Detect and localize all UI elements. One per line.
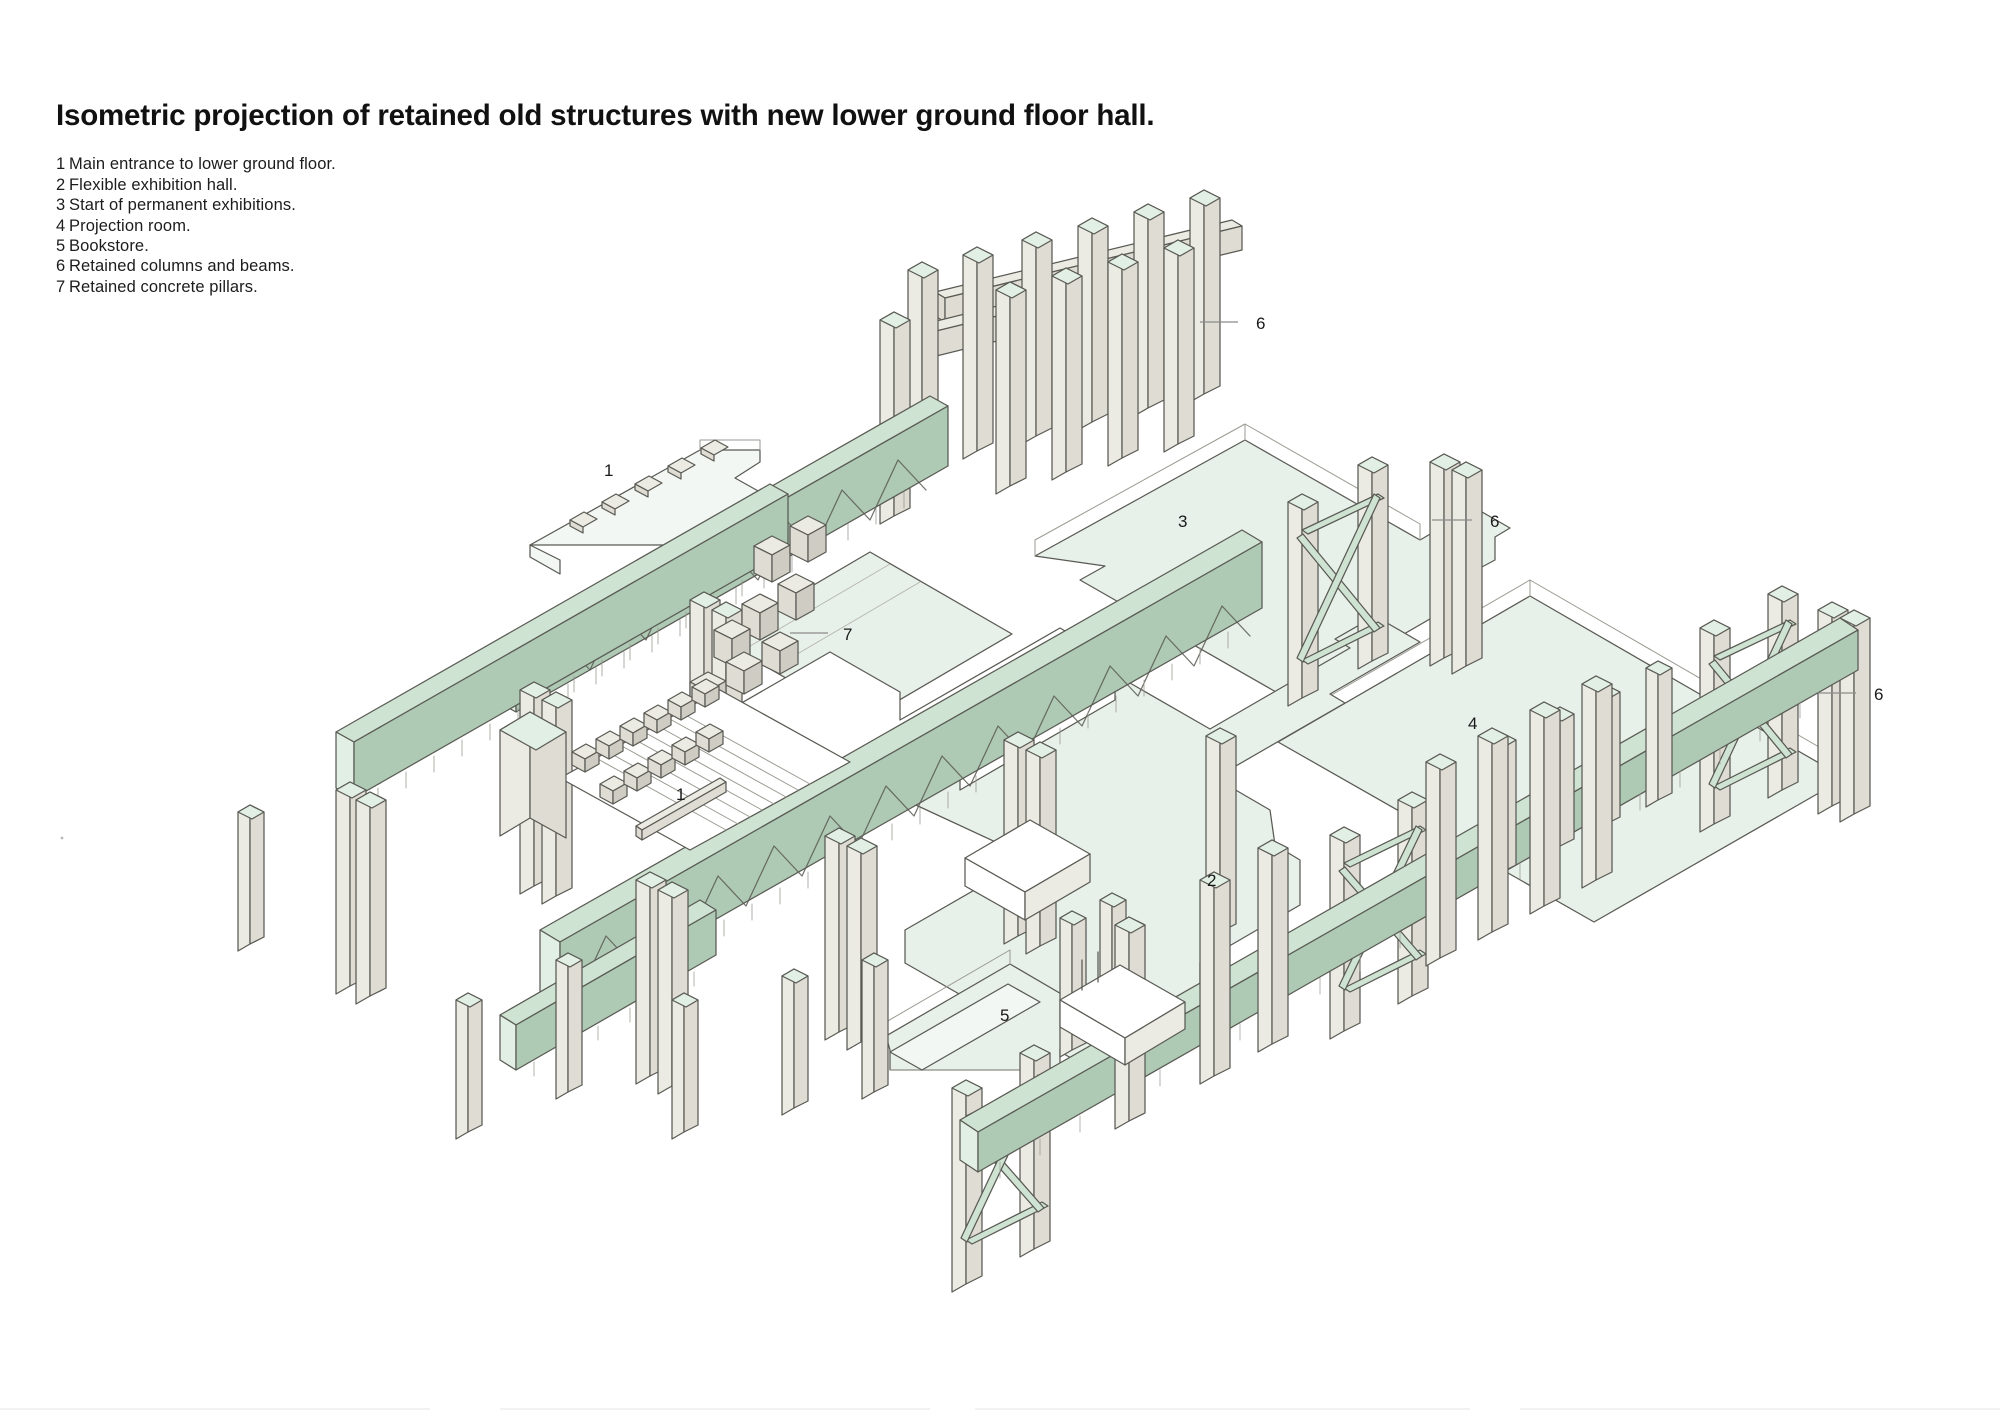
callout-6-top: 6 [1256,314,1265,333]
pillar-cube [725,651,763,695]
legend-number: 3 [56,196,66,215]
callout-3: 3 [1178,512,1187,531]
entrance-canopy-plate [529,439,761,575]
exhibit-plinth [964,819,1091,921]
legend-number: 2 [56,175,66,194]
callout-layer: 1 1 2 3 4 5 6 6 6 7 [604,314,1883,1025]
callout-5: 5 [1000,1006,1009,1025]
column-plinth [1059,964,1186,1066]
legend-label: Retained concrete pillars. [69,277,258,296]
legend-label: Retained columns and beams. [69,257,295,276]
pillar-cube [777,573,815,621]
callout-6-mid: 6 [1490,512,1499,531]
pillar-cube [753,535,791,583]
hall-handrail [1081,951,1099,991]
page-title: Isometric projection of retained old str… [56,99,1155,132]
lower-left-rail [635,777,727,841]
text-block: Isometric projection of retained old str… [56,99,1456,297]
legend-number: 1 [56,155,66,174]
floor-plate-bookstore [885,949,1076,1071]
steel-truss-upper-parallel [335,483,789,805]
legend-number: 4 [56,216,66,235]
registration-dot [60,836,64,840]
callout-7: 7 [843,625,852,644]
legend-label: Projection room. [69,216,191,235]
callout-1-lower: 1 [676,785,685,804]
pillar-cube [789,515,827,563]
callout-1-upper: 1 [604,461,613,480]
stair-treads [595,711,811,831]
braced-bay-upper [1287,456,1389,707]
legend-number: 7 [56,277,66,296]
legend-label: Flexible exhibition hall. [69,175,238,194]
canopy-rooflights [569,439,729,534]
concrete-pillar-cubes [689,515,827,715]
legend-label: Start of permanent exhibitions. [69,196,296,215]
reception-desks [571,678,724,805]
entrance-pier [499,711,567,839]
legend-label: Main entrance to lower ground floor. [69,155,336,174]
legend-number: 5 [56,237,66,256]
retained-frame-top-right [879,189,1243,525]
callout-4: 4 [1468,714,1477,733]
callout-6-right: 6 [1874,685,1883,704]
legend-number: 6 [56,257,66,276]
legend-label: Bookstore. [69,237,149,256]
callout-2: 2 [1207,871,1216,890]
pillar-cube [761,631,799,675]
entrance-stairs-block [559,678,851,851]
